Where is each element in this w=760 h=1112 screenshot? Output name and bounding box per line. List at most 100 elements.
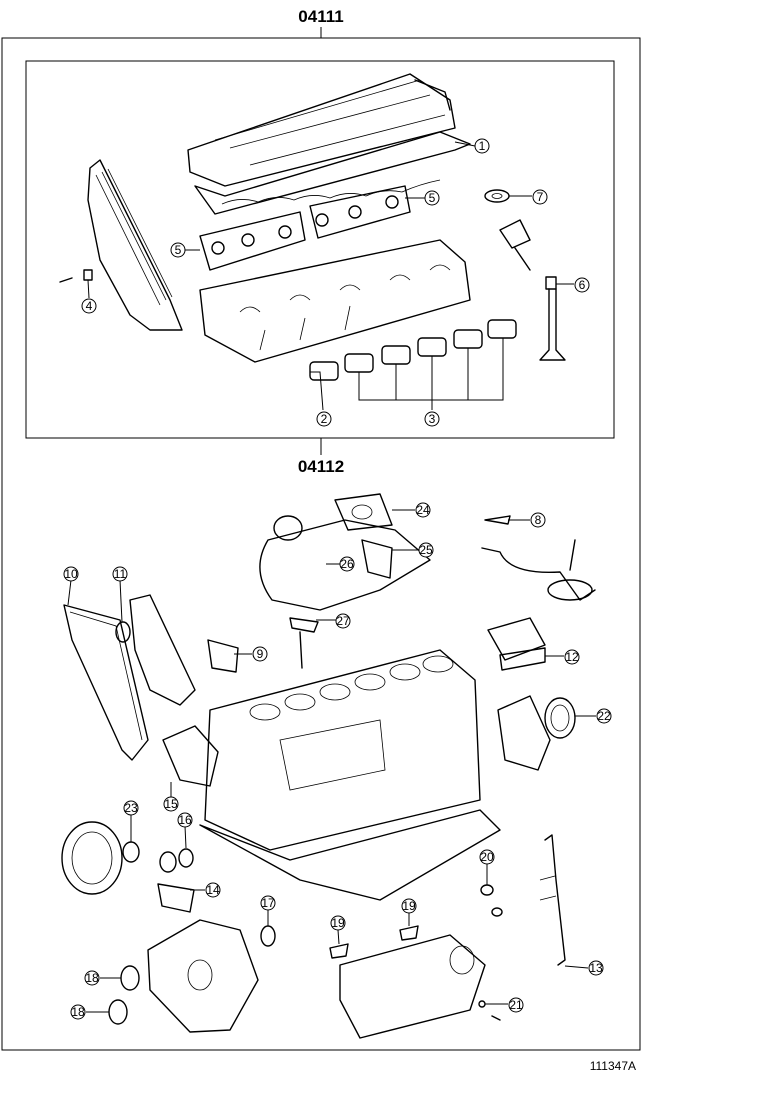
spark-plug-tube-gasket (484, 189, 510, 203)
head-cover-gasket (194, 131, 471, 215)
kit-code-upper: 04111 (298, 7, 343, 26)
callout-1: 1 (474, 138, 490, 154)
callout-19a: 19 (330, 915, 346, 931)
oil-pan (199, 809, 501, 901)
bolt-seal-washer (59, 269, 93, 283)
svg-text:18: 18 (85, 971, 99, 985)
cylinder-block (204, 649, 481, 851)
svg-text:14: 14 (206, 883, 220, 897)
svg-text:8: 8 (535, 513, 542, 527)
oil-seal-18a (120, 965, 140, 991)
callout-6: 6 (574, 277, 590, 293)
callout-12: 12 (564, 649, 580, 665)
oil-dipstick-guide (481, 539, 596, 601)
crank-sprocket-seal (159, 848, 194, 873)
svg-text:10: 10 (64, 567, 78, 581)
plug-with-gasket-20 (480, 884, 503, 917)
rear-crankshaft-oil-seal (544, 697, 576, 739)
svg-text:25: 25 (419, 543, 433, 557)
callout-18b: 18 (70, 1004, 86, 1020)
svg-text:19: 19 (402, 899, 416, 913)
pipe-gasket-small (289, 617, 319, 669)
callout-17: 17 (260, 895, 276, 911)
callout-23: 23 (123, 800, 139, 816)
svg-text:5: 5 (175, 243, 182, 257)
svg-text:21: 21 (509, 998, 523, 1012)
callout-7: 7 (532, 189, 548, 205)
svg-text:5: 5 (429, 191, 436, 205)
callout-5a: 5 (424, 190, 440, 206)
cylinder-head (199, 239, 471, 363)
exhaust-manifold-gasket (309, 185, 411, 239)
svg-text:4: 4 (86, 299, 93, 313)
callout-14: 14 (205, 882, 221, 898)
oil-level-gauge-guide (539, 834, 566, 966)
bracket-with-gasket (499, 219, 531, 271)
timing-cover-plate (129, 594, 196, 706)
svg-text:15: 15 (164, 797, 178, 811)
oil-seal-23 (122, 841, 140, 863)
intake-gasket-12 (487, 617, 546, 671)
svg-text:16: 16 (178, 813, 192, 827)
callout-8: 8 (530, 512, 546, 528)
upper-kit-frame (25, 60, 615, 439)
timing-belt-cover-upper (87, 159, 183, 331)
gasket-8 (484, 515, 511, 525)
svg-text:17: 17 (261, 896, 275, 910)
kit-code-lower: 04112 (298, 457, 344, 476)
oil-cooler-assembly (339, 934, 486, 1039)
outer-frame (1, 37, 641, 1051)
svg-text:12: 12 (565, 650, 579, 664)
oil-pump-gasket (157, 883, 195, 913)
water-pump-gasket (162, 725, 219, 787)
callout-26: 26 (339, 556, 355, 572)
callout-19b: 19 (401, 898, 417, 914)
callout-5b: 5 (170, 242, 186, 258)
svg-text:24: 24 (416, 503, 430, 517)
svg-text:27: 27 (336, 614, 350, 628)
callout-22: 22 (596, 708, 612, 724)
svg-text:23: 23 (124, 801, 138, 815)
svg-text:22: 22 (597, 709, 611, 723)
svg-text:20: 20 (480, 850, 494, 864)
svg-text:26: 26 (340, 557, 354, 571)
callout-11: 11 (112, 566, 128, 582)
callout-25: 25 (418, 542, 434, 558)
callout-24: 24 (415, 502, 431, 518)
callout-21: 21 (508, 997, 524, 1013)
gasket-19b (399, 925, 419, 941)
oil-seal-18b (108, 999, 128, 1025)
intake-manifold-gasket (199, 211, 306, 271)
cylinder-head-cover (187, 73, 456, 187)
svg-text:2: 2 (321, 412, 328, 426)
callout-18a: 18 (84, 970, 100, 986)
callout-27: 27 (335, 613, 351, 629)
callout-16: 16 (177, 812, 193, 828)
crankshaft-pulley (61, 821, 123, 895)
callout-15: 15 (163, 796, 179, 812)
svg-text:11: 11 (114, 567, 127, 581)
valve (539, 288, 566, 361)
svg-text:6: 6 (579, 278, 586, 292)
svg-text:3: 3 (429, 412, 436, 426)
callout-20: 20 (479, 849, 495, 865)
thermostat-gasket (361, 539, 393, 579)
leader-lines (67, 141, 596, 1013)
oil-pump-body (147, 919, 259, 1033)
timing-belt (63, 604, 149, 761)
drawing-number: 111347A (590, 1059, 636, 1073)
gasket-19a (329, 943, 349, 959)
svg-text:19: 19 (331, 916, 345, 930)
water-pump-and-outlet (259, 493, 431, 611)
port-gaskets (309, 319, 517, 381)
svg-text:7: 7 (537, 190, 544, 204)
callout-4: 4 (81, 298, 97, 314)
o-ring-17 (260, 925, 276, 947)
callout-10: 10 (63, 566, 79, 582)
callout-9: 9 (252, 646, 268, 662)
gasket-9 (207, 639, 239, 673)
callout-13: 13 (588, 960, 604, 976)
svg-text:9: 9 (257, 647, 264, 661)
rear-oil-seal-retainer (497, 695, 551, 771)
